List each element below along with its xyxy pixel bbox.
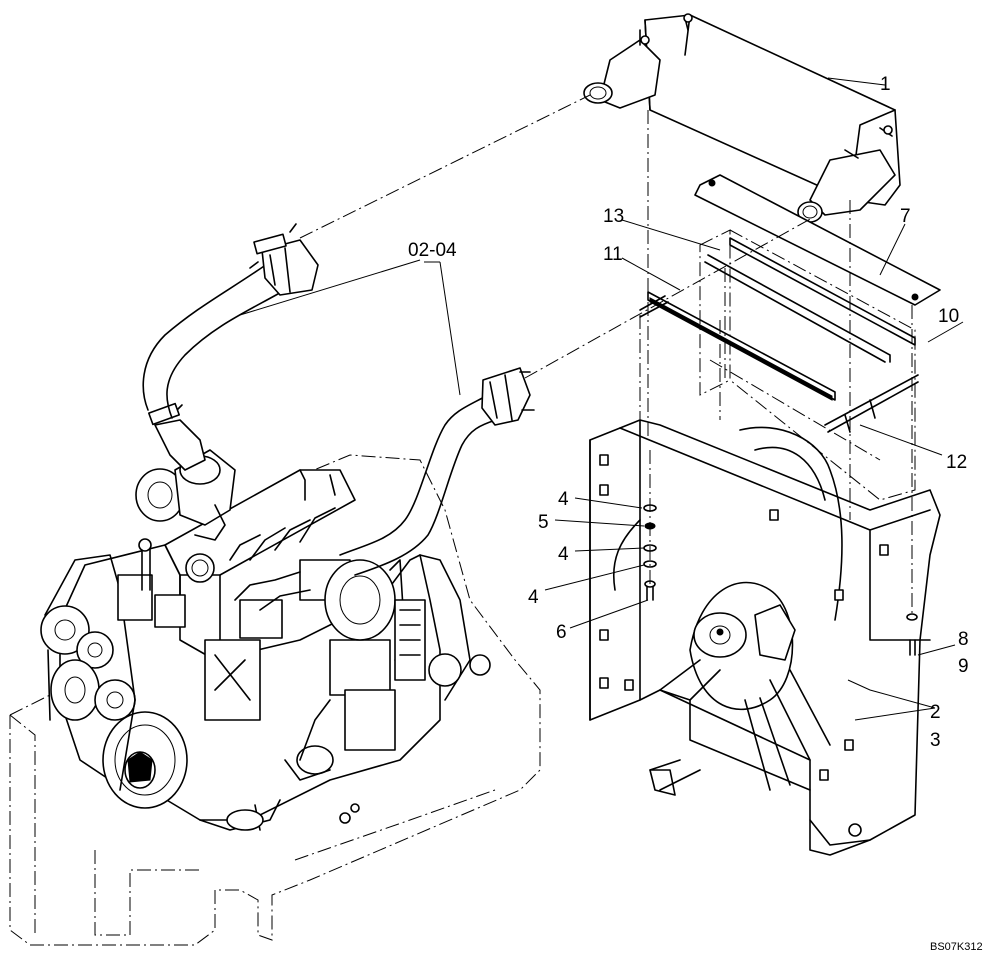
intake-hose-right [339,367,535,576]
callout-11: 11 [603,244,623,265]
callout-4-middle: 4 [558,544,569,565]
callout-labels: 1 2 3 4 5 4 4 6 7 8 9 10 11 12 13 02-04 … [408,74,983,953]
callout-5: 5 [538,512,549,533]
bracket-plate [694,174,941,306]
radiator-core [639,229,916,501]
callout-3: 3 [930,730,941,751]
engine-bed-outline [9,454,541,946]
callout-02-04: 02-04 [408,240,457,261]
leader-lines [239,77,964,721]
callout-13: 13 [603,206,624,227]
callout-4-top: 4 [558,489,569,510]
callout-8: 8 [958,629,969,650]
drawing-code: BS07K312 [930,941,983,953]
callout-12: 12 [946,452,967,473]
turbocharger [135,402,236,541]
callout-2: 2 [930,702,941,723]
intake-hose-left [142,223,319,419]
callout-1: 1 [880,74,891,95]
intercooler [583,13,901,223]
callout-10: 10 [938,306,959,327]
callout-6: 6 [556,622,567,643]
alignment-lines [299,94,913,615]
callout-4-bottom: 4 [528,587,539,608]
callout-9: 9 [958,656,969,677]
callout-7: 7 [900,206,911,227]
fan-shroud-frame [589,419,941,856]
engine-assembly [40,469,491,831]
fan-hub-assembly [649,581,831,791]
